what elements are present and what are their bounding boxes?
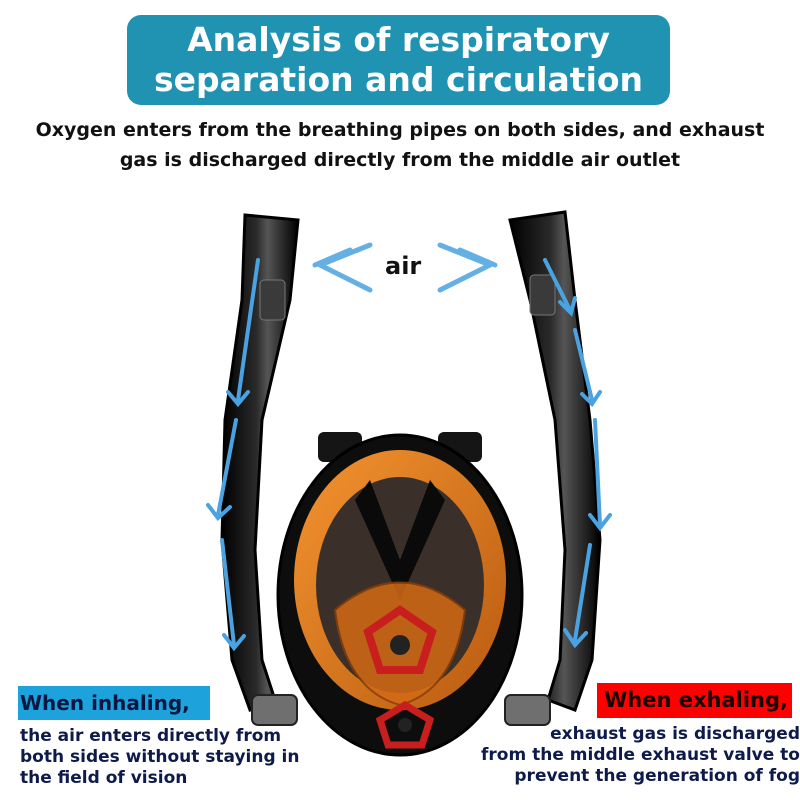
right-tube-clip: [529, 274, 556, 316]
air-arrow-left: [312, 242, 373, 293]
right-tube-flow-arrows: [543, 258, 612, 649]
inhale-line-1: the air enters directly from: [20, 726, 282, 746]
air-arrow-right: [437, 242, 498, 293]
left-tube-connector: [251, 694, 298, 726]
inhale-description: the air enters directly from both sides …: [20, 726, 350, 789]
exhaust-valve-lower: [375, 700, 435, 749]
exhale-heading: When exhaling,: [597, 683, 792, 718]
subtitle-line-1: Oxygen enters from the breathing pipes o…: [35, 119, 765, 141]
title-line-2: separation and circulation: [153, 60, 644, 99]
inhale-line-2: both sides without staying in: [20, 747, 300, 767]
air-label: air: [385, 252, 422, 280]
inhale-line-3: the field of vision: [20, 768, 188, 788]
exhale-description: exhaust gas is discharged from the middl…: [440, 724, 800, 787]
left-tube-flow-arrows: [206, 258, 260, 652]
title-banner: Analysis of respiratory separation and c…: [127, 15, 670, 105]
subtitle: Oxygen enters from the breathing pipes o…: [0, 115, 800, 175]
exhale-line-3: prevent the generation of fog: [514, 766, 800, 786]
mask-inner-strap: [355, 480, 445, 600]
title-line-1: Analysis of respiratory: [187, 20, 610, 59]
inhale-heading: When inhaling,: [18, 686, 210, 720]
left-tube-clip: [259, 279, 286, 321]
exhale-line-1: exhaust gas is discharged: [550, 724, 800, 744]
right-tube-connector: [504, 694, 551, 726]
exhale-line-2: from the middle exhaust valve to: [481, 745, 800, 765]
subtitle-line-2: gas is discharged directly from the midd…: [119, 149, 681, 171]
exhaust-valve-upper: [363, 605, 437, 674]
